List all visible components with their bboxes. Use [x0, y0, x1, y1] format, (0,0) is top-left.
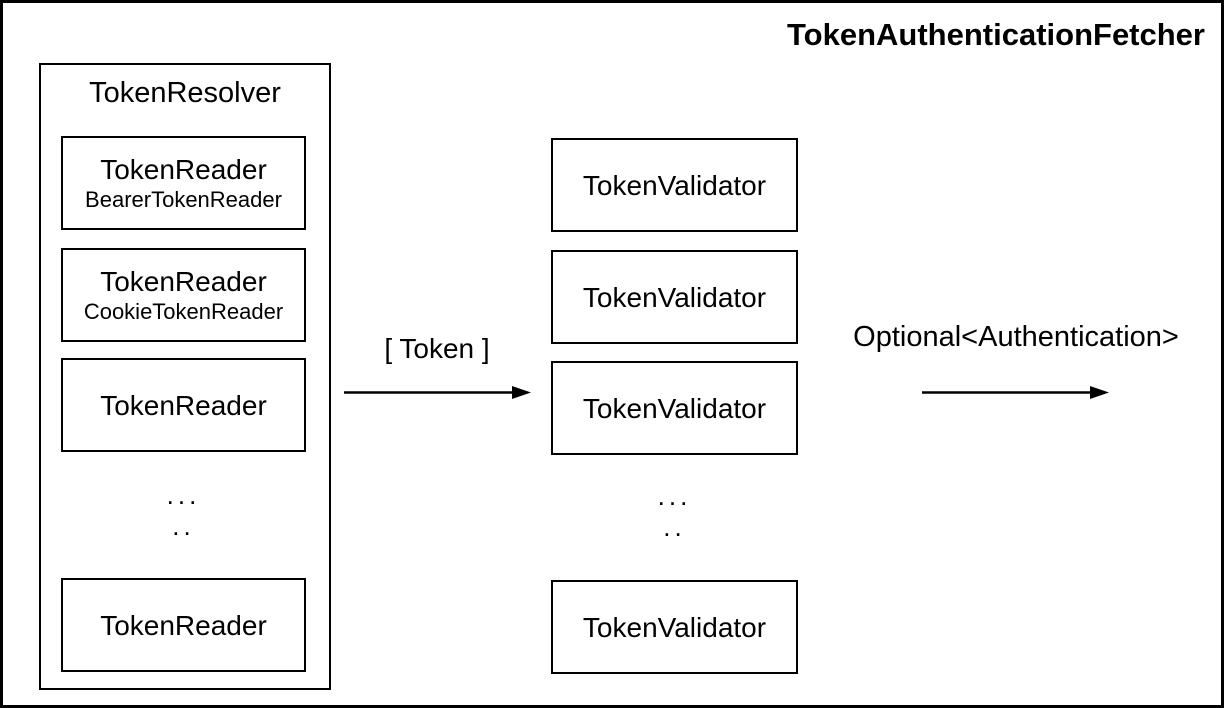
- token-validator-title: TokenValidator: [582, 611, 767, 643]
- token-reader-title: TokenReader: [100, 609, 267, 641]
- token-reader-subtitle-bearer: BearerTokenReader: [85, 187, 282, 212]
- token-resolver-label: TokenResolver: [89, 77, 281, 109]
- token-validator-box-1: TokenValidator: [551, 138, 798, 232]
- dots-line-1: ...: [166, 480, 201, 510]
- diagram-title: TokenAuthenticationFetcher: [787, 17, 1205, 52]
- token-reader-box-cookie: TokenReader CookieTokenReader: [61, 248, 306, 342]
- token-flow-label: [ Token ]: [384, 333, 490, 364]
- token-validator-box-4: TokenValidator: [551, 580, 798, 674]
- token-validator-box-2: TokenValidator: [551, 250, 798, 344]
- validators-continuation-dots: ... ..: [551, 481, 798, 543]
- dots-line-2: ..: [663, 512, 686, 542]
- token-reader-title: TokenReader: [100, 154, 267, 185]
- token-reader-box-generic: TokenReader: [61, 358, 306, 452]
- token-validator-title: TokenValidator: [582, 169, 767, 201]
- token-resolver-container: TokenResolver TokenReader BearerTokenRea…: [39, 63, 331, 690]
- authentication-flow-label: Optional<Authentication>: [853, 321, 1179, 353]
- token-validator-box-3: TokenValidator: [551, 361, 798, 455]
- dots-line-2: ..: [172, 511, 195, 541]
- readers-continuation-dots: ... ..: [61, 480, 306, 542]
- token-reader-box-last: TokenReader: [61, 578, 306, 672]
- token-reader-box-bearer: TokenReader BearerTokenReader: [61, 136, 306, 230]
- dots-line-1: ...: [657, 481, 692, 511]
- token-validator-title: TokenValidator: [582, 392, 767, 424]
- token-flow-arrow: [344, 386, 531, 399]
- authentication-flow-arrow: [922, 386, 1109, 399]
- token-reader-title: TokenReader: [100, 266, 267, 297]
- token-reader-subtitle-cookie: CookieTokenReader: [83, 299, 284, 324]
- token-validator-title: TokenValidator: [582, 281, 767, 313]
- token-reader-title: TokenReader: [100, 389, 267, 421]
